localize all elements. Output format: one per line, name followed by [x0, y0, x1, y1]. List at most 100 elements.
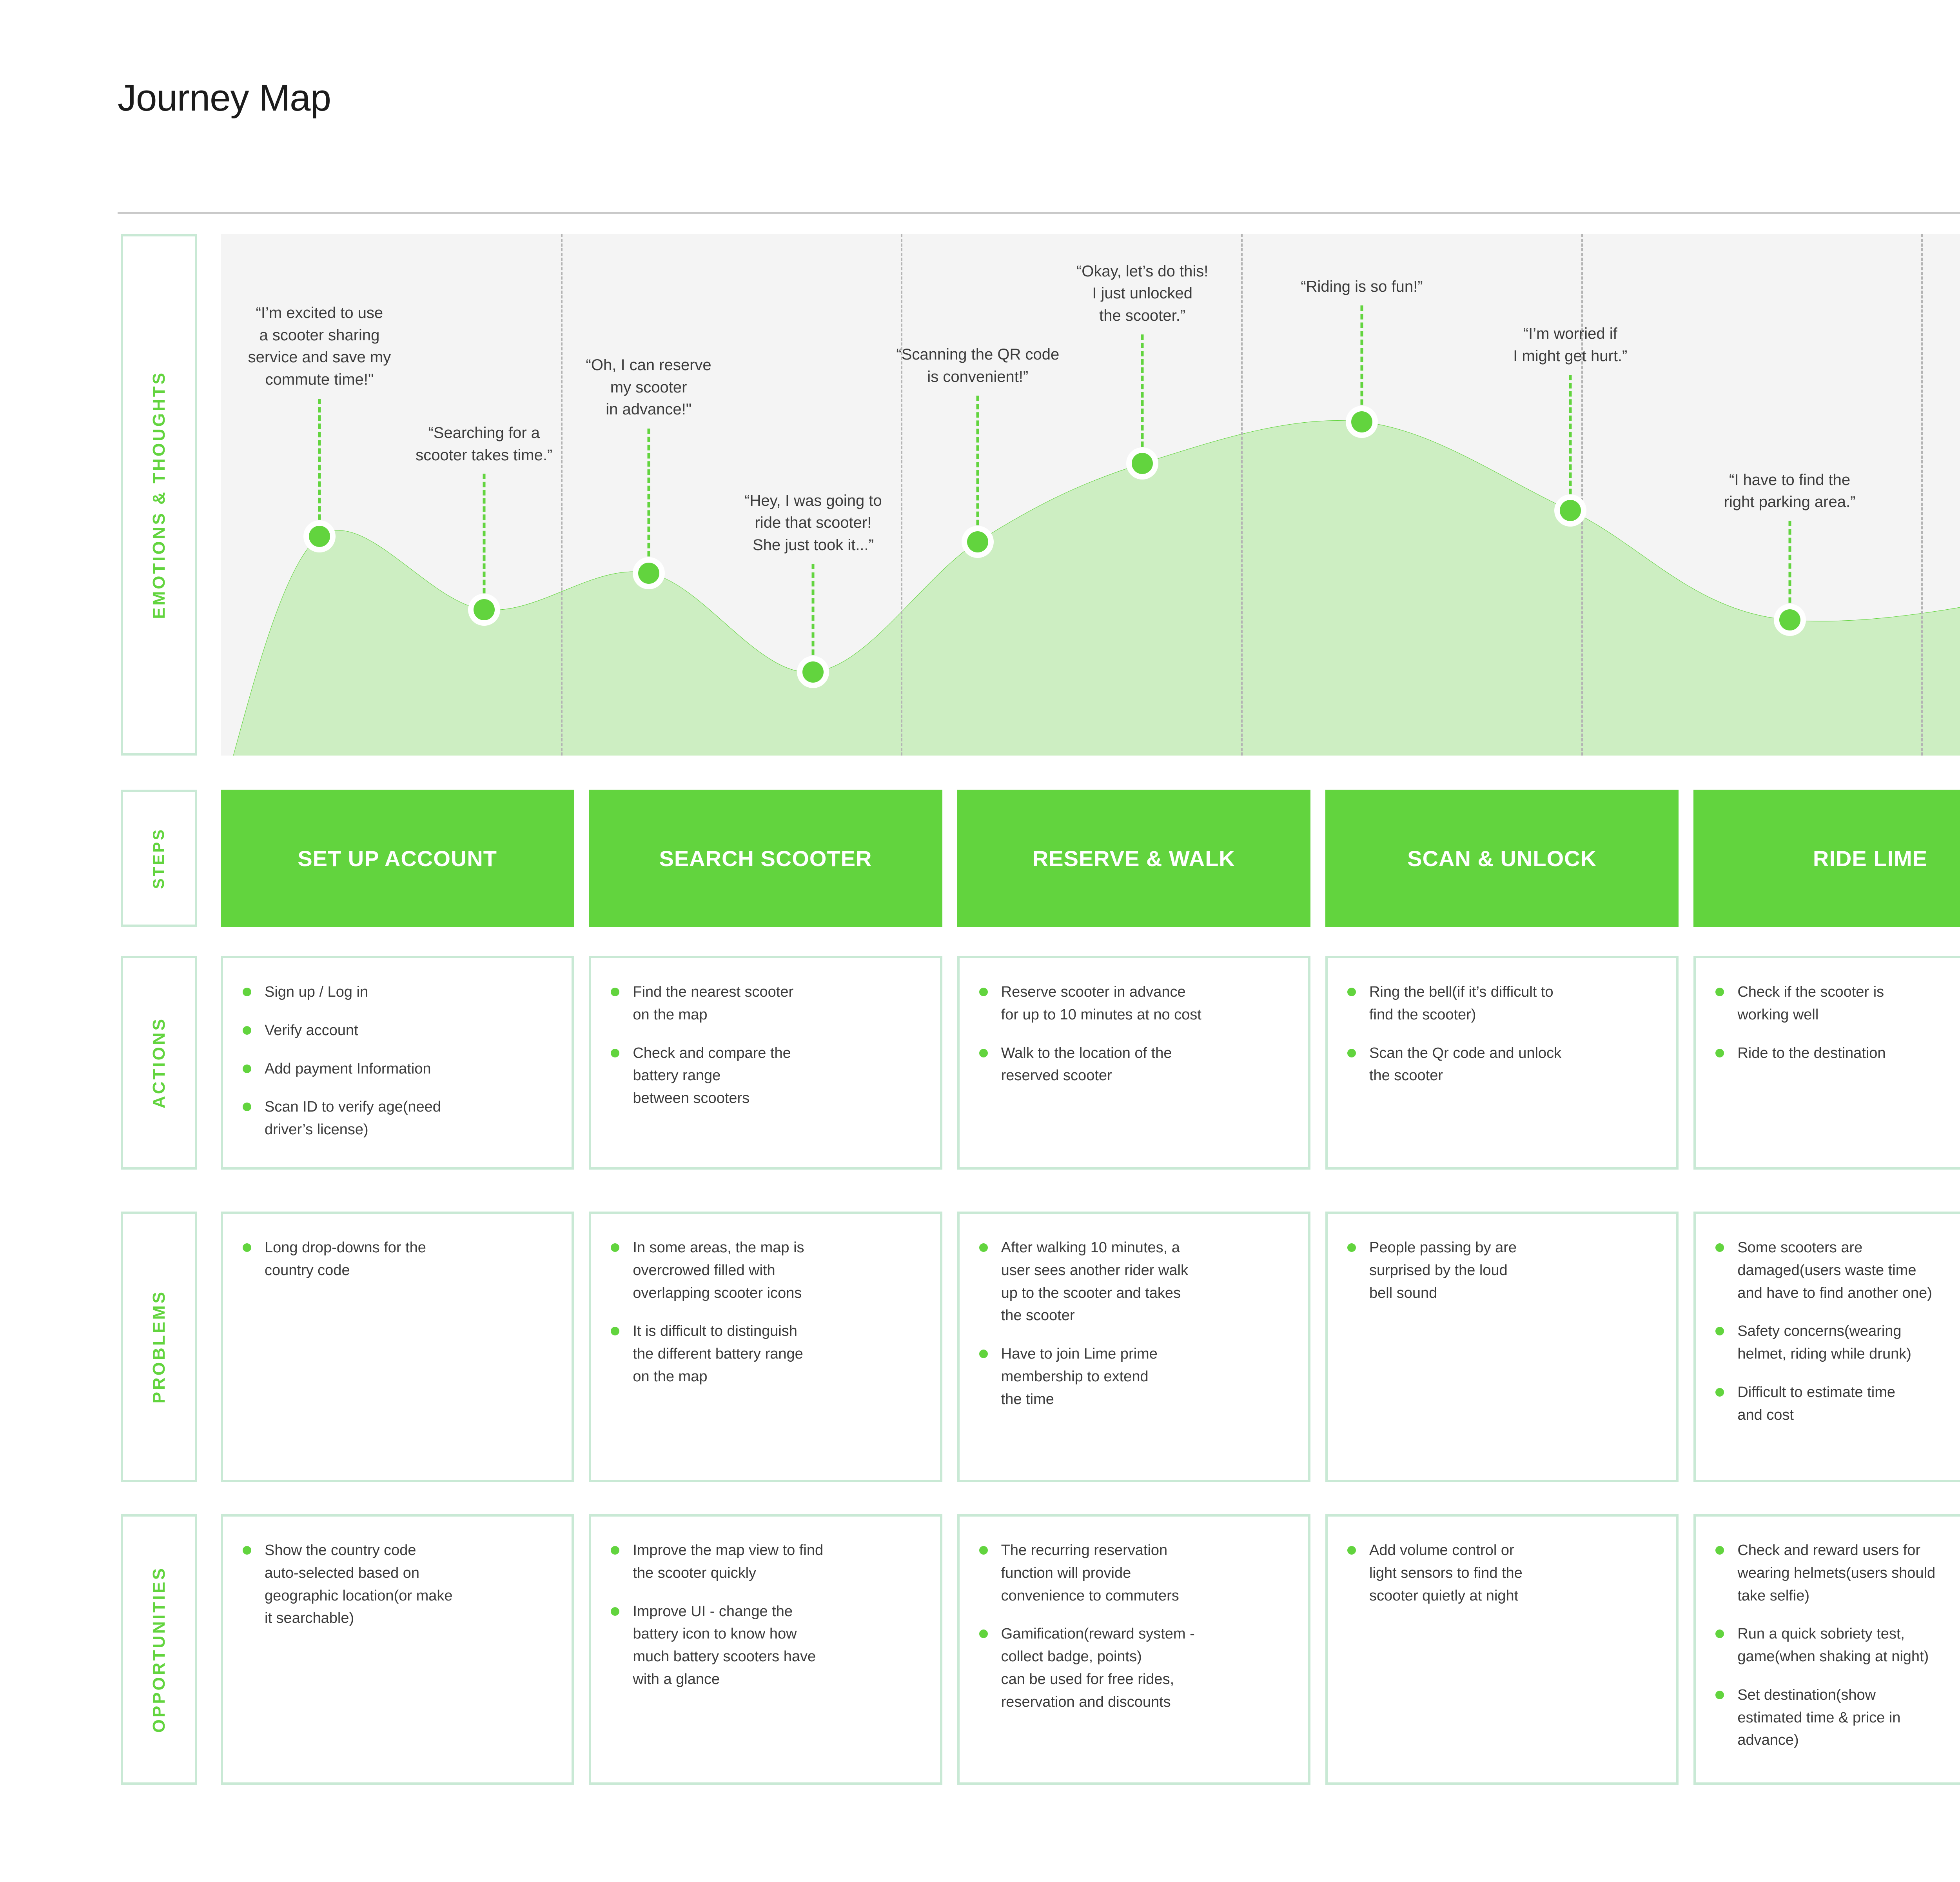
emotion-quote-8: “I’m worried if I might get hurt.” — [1513, 325, 1628, 365]
emotion-connector-4 — [811, 564, 815, 672]
emotion-quote-6: “Okay, let’s do this! I just unlocked th… — [1076, 262, 1209, 325]
step-label: RESERVE & WALK — [1032, 846, 1235, 871]
emotion-node-3[interactable] — [638, 562, 659, 584]
bullet-list: The recurring reservation function will … — [977, 1539, 1291, 1713]
emotion-node-8[interactable] — [1559, 500, 1581, 521]
emotion-node-1[interactable] — [309, 526, 330, 547]
list-item-text: Set destination(show estimated time & pr… — [1737, 1686, 1901, 1749]
problems-cell-3: After walking 10 minutes, a user sees an… — [957, 1212, 1310, 1482]
bullet-dot-icon — [979, 988, 988, 996]
row-label-opportunities: OPPORTUNITIES — [121, 1514, 197, 1785]
emotion-quote-5: “Scanning the QR code is convenient!” — [896, 346, 1060, 386]
step-cell-1[interactable]: SET UP ACCOUNT — [221, 790, 574, 927]
bullet-list: People passing by are surprised by the l… — [1345, 1237, 1659, 1304]
emotion-connector-9 — [1788, 521, 1791, 620]
opportunities-cell-3: The recurring reservation function will … — [957, 1514, 1310, 1785]
emotion-connector-3 — [647, 428, 650, 573]
emotion-connector-1 — [318, 398, 321, 537]
steps-row: SET UP ACCOUNT SEARCH SCOOTER RESERVE & WA… — [221, 790, 1960, 927]
list-item: Check and reward users for wearing helme… — [1713, 1539, 1960, 1607]
opportunities-cell-5: Check and reward users for wearing helme… — [1693, 1514, 1960, 1785]
opportunities-cell-1: Show the country code auto-selected base… — [221, 1514, 574, 1785]
list-item-text: Check if the scooter is working well — [1737, 984, 1884, 1023]
problems-cell-1: Long drop-downs for the country code — [221, 1212, 574, 1482]
list-item: Gamification(reward system - collect bad… — [977, 1623, 1291, 1713]
bullet-dot-icon — [979, 1350, 988, 1358]
step-cell-4[interactable]: SCAN & UNLOCK — [1325, 790, 1679, 927]
emotion-quote-7: “Riding is so fun!” — [1301, 278, 1423, 296]
list-item-text: Scan ID to verify age(need driver’s lice… — [265, 1099, 441, 1138]
emotion-connector-6 — [1141, 334, 1144, 464]
emotion-connector-5 — [976, 395, 979, 542]
list-item: After walking 10 minutes, a user sees an… — [977, 1237, 1291, 1327]
emotion-node-6[interactable] — [1132, 453, 1153, 474]
emotion-node-2[interactable] — [473, 599, 495, 620]
emotion-connector-8 — [1569, 374, 1572, 510]
bullet-dot-icon — [243, 1243, 251, 1252]
bullet-dot-icon — [243, 1064, 251, 1073]
bullet-list: After walking 10 minutes, a user sees an… — [977, 1237, 1291, 1411]
emotion-quote-1: “I’m excited to use a scooter sharing se… — [248, 304, 391, 389]
list-item: Have to join Lime prime membership to ex… — [977, 1343, 1291, 1411]
list-item-text: Show the country code auto-selected base… — [265, 1542, 453, 1627]
step-cell-3[interactable]: RESERVE & WALK — [957, 790, 1310, 927]
bullet-list: Some scooters are damaged(users waste ti… — [1713, 1237, 1960, 1426]
bullet-list: Show the country code auto-selected base… — [240, 1539, 554, 1630]
bullet-dot-icon — [611, 1243, 620, 1252]
bullet-list: Reserve scooter in advance for up to 10 … — [977, 981, 1291, 1087]
header-divider — [118, 212, 1960, 214]
list-item-text: Reserve scooter in advance for up to 10 … — [1001, 984, 1201, 1023]
step-label: SEARCH SCOOTER — [659, 846, 872, 871]
bullet-list: Ring the bell(if it’s difficult to find … — [1345, 981, 1659, 1087]
list-item-text: Check and reward users for wearing helme… — [1737, 1542, 1936, 1604]
bullet-dot-icon — [243, 1546, 251, 1555]
list-item: In some areas, the map is overcrowed fil… — [608, 1237, 922, 1304]
emotion-quote-4: “Hey, I was going to ride that scooter! … — [744, 492, 882, 554]
opportunities-row: Show the country code auto-selected base… — [221, 1514, 1960, 1785]
list-item: Sign up / Log in — [240, 981, 554, 1004]
list-item-text: Add volume control or light sensors to f… — [1369, 1542, 1523, 1604]
list-item: Some scooters are damaged(users waste ti… — [1713, 1237, 1960, 1304]
list-item: Reserve scooter in advance for up to 10 … — [977, 981, 1291, 1026]
bullet-dot-icon — [611, 988, 620, 996]
row-label-steps-text: STEPS — [150, 827, 167, 889]
list-item-text: People passing by are surprised by the l… — [1369, 1239, 1517, 1301]
row-label-emotions: EMOTIONS & THOUGHTS — [121, 234, 197, 756]
bullet-dot-icon — [611, 1327, 620, 1336]
step-label: SET UP ACCOUNT — [298, 846, 497, 871]
row-label-problems-text: PROBLEMS — [149, 1290, 169, 1404]
list-item-text: Check and compare the battery range betw… — [633, 1045, 791, 1107]
emotion-node-4[interactable] — [802, 661, 824, 683]
bullet-dot-icon — [243, 1026, 251, 1035]
bullet-dot-icon — [1715, 1690, 1724, 1699]
list-item: Verify account — [240, 1019, 554, 1042]
list-item-text: In some areas, the map is overcrowed fil… — [633, 1239, 804, 1301]
bullet-dot-icon — [611, 1546, 620, 1555]
emotion-quote-2: “Searching for a scooter takes time.” — [416, 424, 553, 464]
bullet-dot-icon — [243, 988, 251, 996]
bullet-dot-icon — [979, 1243, 988, 1252]
bullet-dot-icon — [611, 1607, 620, 1616]
bullet-dot-icon — [1715, 1048, 1724, 1057]
list-item-text: The recurring reservation function will … — [1001, 1542, 1179, 1604]
emotion-node-5[interactable] — [967, 531, 989, 552]
list-item: Long drop-downs for the country code — [240, 1237, 554, 1282]
step-cell-2[interactable]: SEARCH SCOOTER — [589, 790, 942, 927]
emotion-node-9[interactable] — [1779, 609, 1800, 631]
emotion-node-7[interactable] — [1351, 411, 1372, 432]
bullet-dot-icon — [243, 1103, 251, 1112]
list-item-text: Run a quick sobriety test, game(when sha… — [1737, 1626, 1929, 1665]
list-item: Ride to the destination — [1713, 1042, 1960, 1065]
list-item: Add payment Information — [240, 1058, 554, 1081]
stage-divider-4 — [1581, 234, 1583, 756]
list-item-text: Gamification(reward system - collect bad… — [1001, 1626, 1195, 1710]
problems-cell-4: People passing by are surprised by the l… — [1325, 1212, 1679, 1482]
stage-divider-2 — [901, 234, 903, 756]
emotion-connector-2 — [483, 474, 486, 610]
row-label-actions: ACTIONS — [121, 956, 197, 1170]
step-cell-5[interactable]: RIDE LIME — [1693, 790, 1960, 927]
list-item: Ring the bell(if it’s difficult to find … — [1345, 981, 1659, 1026]
list-item-text: Have to join Lime prime membership to ex… — [1001, 1346, 1158, 1408]
